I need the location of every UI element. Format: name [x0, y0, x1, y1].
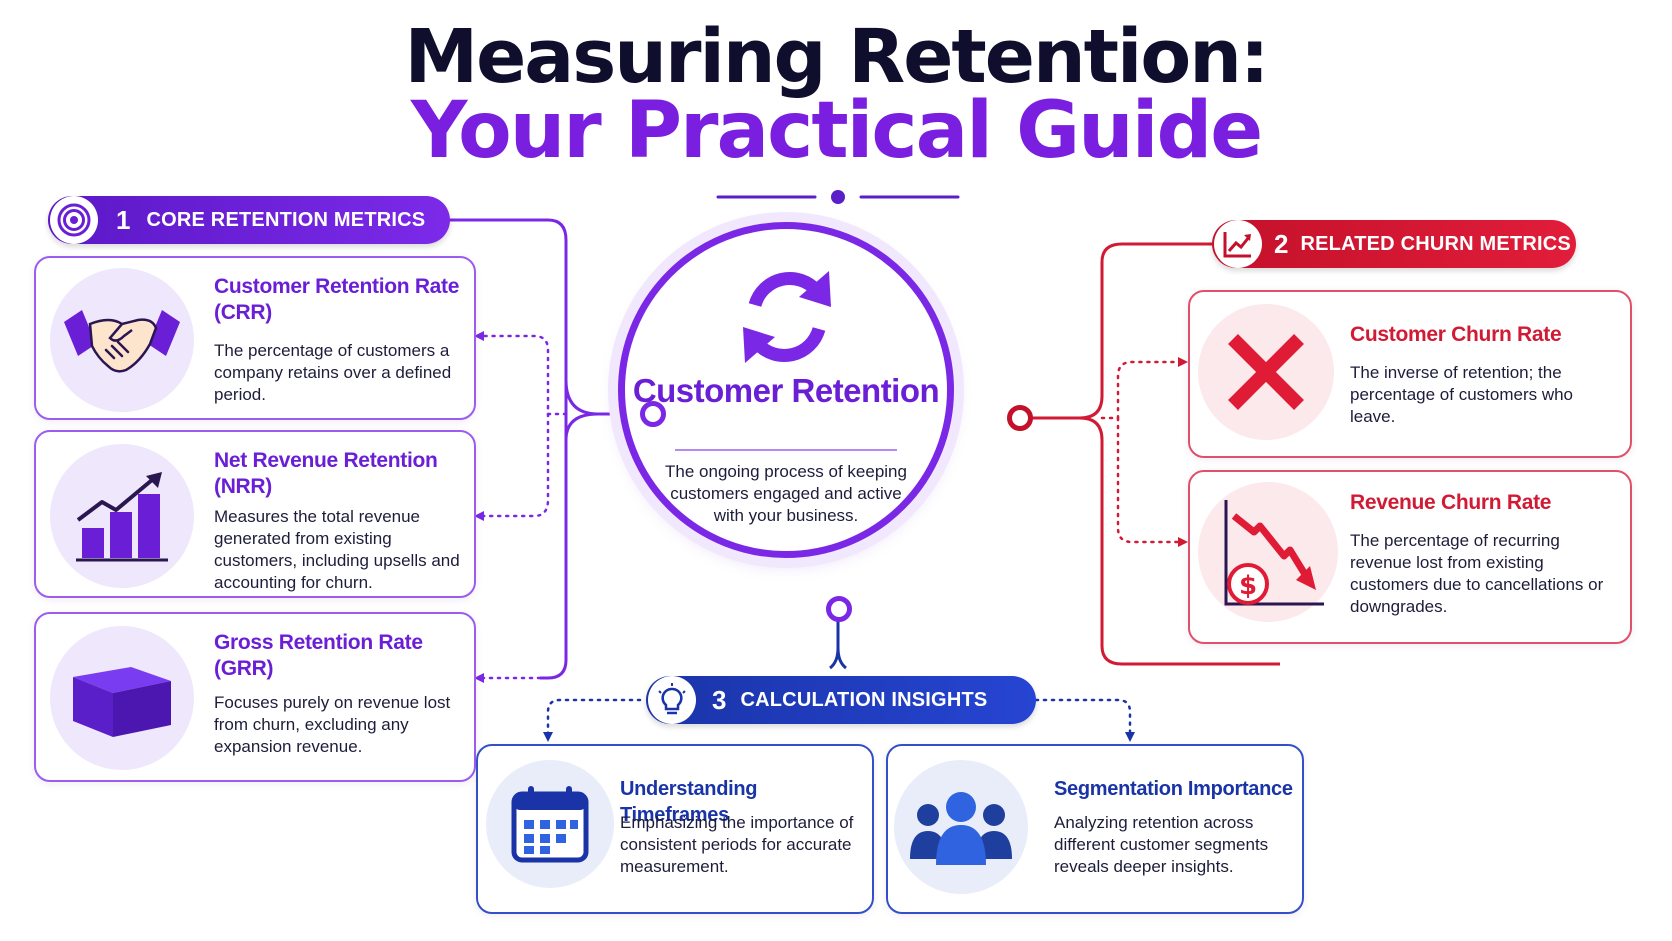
churn-card-revenue: $ Revenue Churn Rate The percentage of r… [1188, 470, 1632, 644]
churn-description: The percentage of recurring revenue lost… [1350, 531, 1604, 616]
section-churn-number: 2 [1274, 228, 1289, 259]
target-icon [50, 196, 98, 244]
insight-card-segmentation: Segmentation Importance Analyzing retent… [886, 744, 1304, 914]
churn-description: The inverse of retention; the percentage… [1350, 363, 1574, 426]
metric-card-grr: Gross Retention Rate (GRR) Focuses purel… [34, 612, 476, 782]
center-description: The ongoing process of keeping customers… [665, 462, 907, 525]
center-hub: Customer Retention The ongoing process o… [618, 222, 954, 558]
connector-node-bottom [826, 596, 852, 622]
section-core-header: 1 CORE RETENTION METRICS [48, 196, 450, 244]
connector-node-right [1007, 405, 1033, 431]
box-icon [50, 626, 194, 770]
metric-description: Measures the total revenue generated fro… [214, 507, 460, 592]
section-insights-header: 3 CALCULATION INSIGHTS [646, 676, 1036, 724]
center-title: Customer Retention [632, 372, 940, 409]
handshake-icon [50, 268, 194, 412]
refresh-cycle-icon [743, 271, 831, 363]
x-mark-icon [1198, 304, 1334, 440]
churn-title: Revenue Churn Rate [1350, 491, 1552, 514]
section-insights-label: CALCULATION INSIGHTS [740, 688, 988, 711]
metric-card-nrr: Net Revenue Retention (NRR) Measures the… [34, 430, 476, 598]
declining-revenue-icon: $ [1198, 482, 1338, 622]
insight-description: Analyzing retention across different cus… [1054, 813, 1269, 876]
connector-node-left [640, 401, 666, 427]
metric-description: The percentage of customers a company re… [214, 341, 452, 404]
section-churn-label: RELATED CHURN METRICS [1300, 232, 1571, 255]
growth-chart-icon [50, 444, 194, 588]
insight-card-timeframes: Understanding Timeframes Emphasizing the… [476, 744, 874, 914]
metric-card-crr: Customer Retention Rate (CRR) The percen… [34, 256, 476, 420]
section-insights-number: 3 [712, 684, 727, 715]
metric-title: Gross Retention Rate (GRR) [214, 631, 423, 680]
section-core-label: CORE RETENTION METRICS [146, 208, 426, 231]
lightbulb-icon [648, 676, 696, 724]
section-churn-header: 2 RELATED CHURN METRICS [1212, 220, 1576, 268]
insight-title: Understanding Timeframes [620, 778, 758, 826]
churn-card-customer: Customer Churn Rate The inverse of reten… [1188, 290, 1632, 458]
section-core-number: 1 [116, 204, 131, 235]
insight-title: Segmentation Importance [1054, 778, 1293, 800]
page-title-line1: Measuring Retention: [404, 14, 1269, 100]
churn-title: Customer Churn Rate [1350, 323, 1562, 346]
metric-title: Net Revenue Retention (NRR) [214, 449, 438, 498]
metric-description: Focuses purely on revenue lost from chur… [214, 693, 451, 756]
user-group-icon [894, 760, 1028, 894]
line-chart-icon [1214, 220, 1262, 268]
calendar-icon [486, 760, 614, 888]
svg-text:$: $ [1239, 571, 1257, 601]
metric-title: Customer Retention Rate (CRR) [214, 275, 460, 324]
center-divider [675, 449, 897, 451]
insight-description: Emphasizing the importance of consistent… [620, 813, 854, 876]
page-title-line2: Your Practical Guide [410, 86, 1263, 176]
